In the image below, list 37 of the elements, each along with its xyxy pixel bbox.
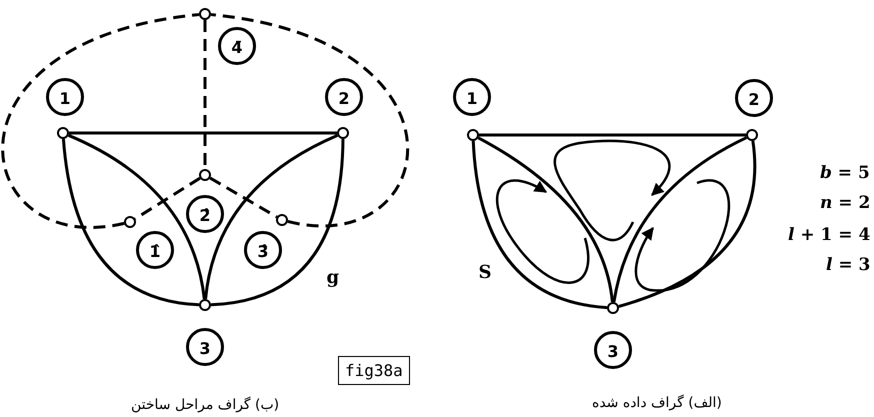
vertex-circle [746, 129, 758, 141]
graph-edge [618, 140, 756, 308]
vertex-circle [199, 299, 211, 311]
circled-number: 1̂ [136, 231, 174, 269]
vertex-circle [124, 216, 136, 228]
equation-text: l + 1 = 4 [788, 225, 870, 245]
graph-edge [479, 134, 746, 136]
equation-text: n = 2 [820, 193, 870, 213]
dashed-edge [134, 176, 201, 220]
circled-number: 4̄ [218, 27, 256, 65]
circled-number: 2 [735, 79, 773, 117]
vertex-circle [337, 127, 349, 139]
dashed-edge [2, 13, 200, 229]
graph-symbol: g [326, 266, 340, 288]
equation-text: b = 5 [820, 163, 870, 183]
circled-number: 2̂ [186, 195, 224, 233]
circled-number: 3̂ [244, 231, 282, 269]
circled-number: 3 [594, 331, 632, 369]
equation-text: l = 3 [826, 255, 870, 275]
vertex-circle [199, 169, 211, 181]
dashed-edge [209, 176, 278, 218]
circled-number: 2 [325, 78, 363, 116]
subfigure-caption: (الف) گراف داده شده [592, 395, 722, 411]
subfigure-caption: (ب) گراف مراحل ساختن [131, 397, 280, 413]
vertex-circle [199, 8, 211, 20]
vertex-circle [57, 127, 69, 139]
circled-number: 1 [453, 78, 491, 116]
graph-symbol: S [478, 262, 492, 282]
figure-tag: fig38a [338, 356, 410, 384]
circled-number: 1 [46, 78, 84, 116]
graph-edge [69, 132, 337, 134]
circled-number: 3 [186, 328, 224, 366]
graph-edge [612, 136, 748, 302]
vertex-circle [467, 129, 479, 141]
vertex-circle [607, 302, 619, 314]
vertex-circle [276, 214, 288, 226]
dashed-edge [210, 13, 409, 228]
